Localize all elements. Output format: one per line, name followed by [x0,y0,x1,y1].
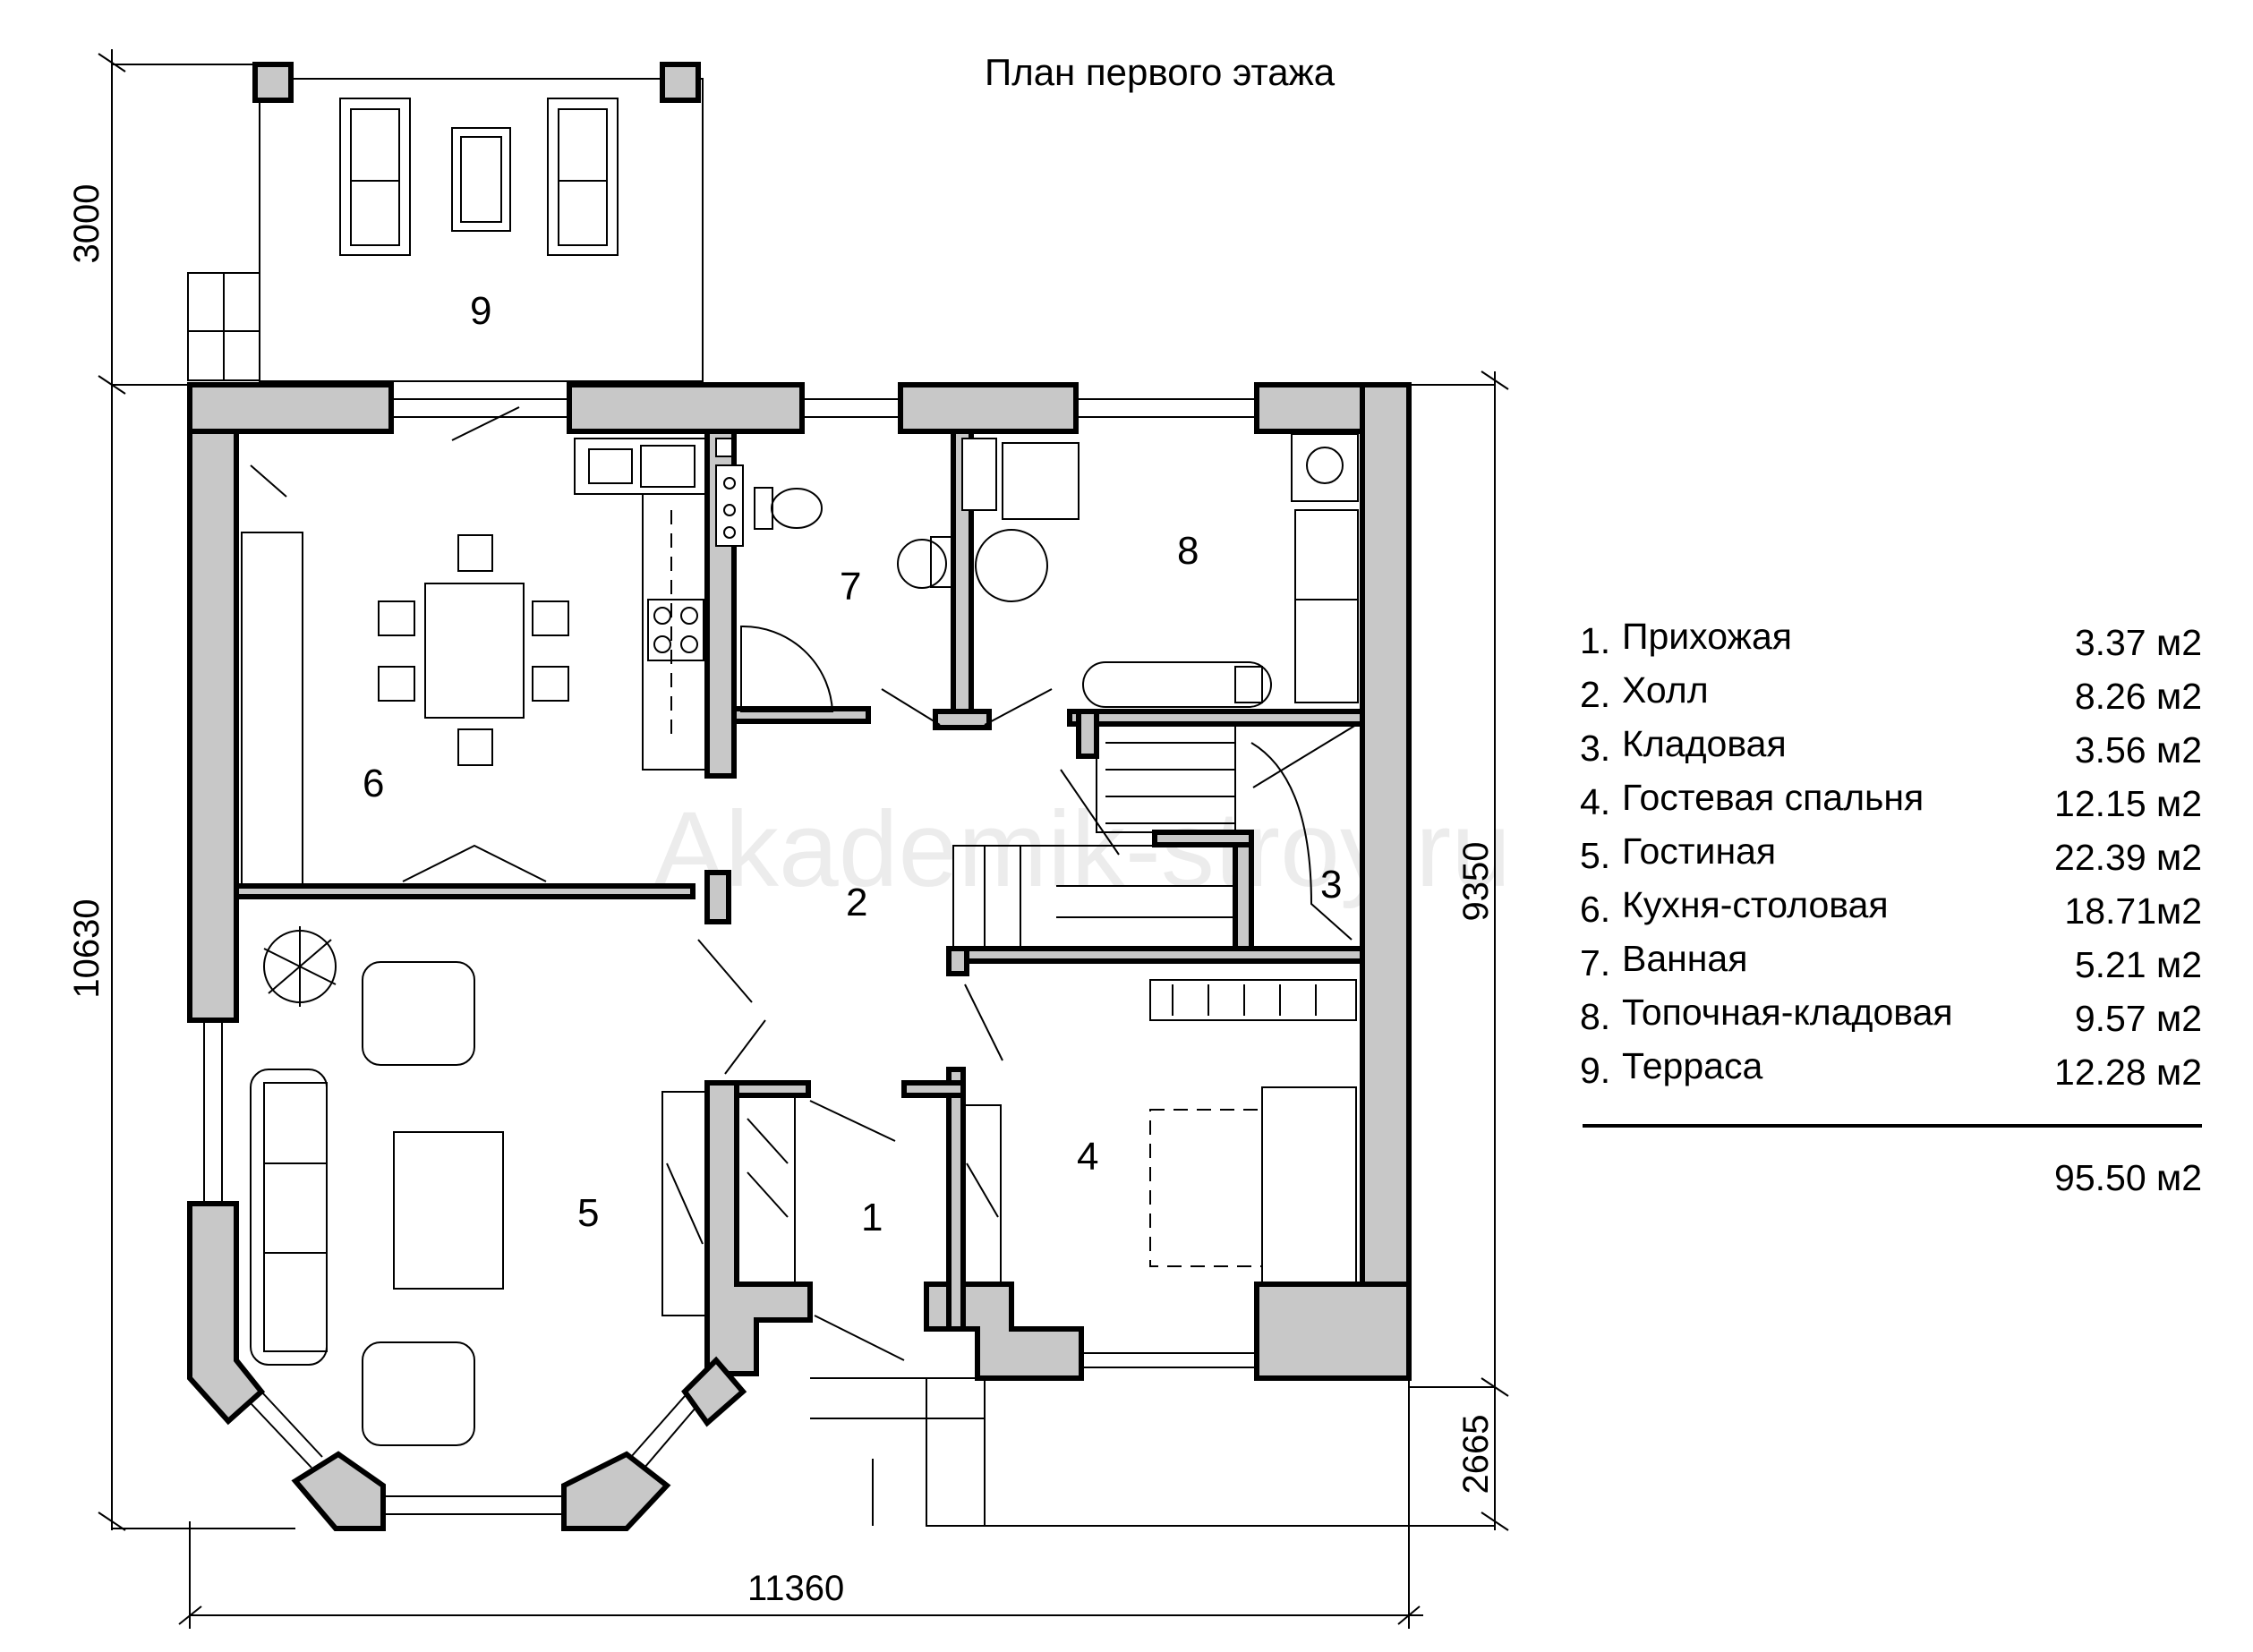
legend-row: 2. Холл 8.26 м2 [1580,669,2202,717]
svg-text:8.: 8. [1580,996,1610,1037]
svg-text:18.71м2: 18.71м2 [2064,890,2202,932]
svg-text:6.: 6. [1580,889,1610,930]
svg-text:4.: 4. [1580,781,1610,822]
terrace [187,62,704,382]
svg-text:Ванная: Ванная [1622,938,1747,979]
svg-text:Кладовая: Кладовая [1622,723,1787,764]
room-number-6: 6 [363,762,384,805]
legend-total: 95.50 м2 [2054,1157,2202,1198]
dim-terrace-depth: 3000 [67,184,107,264]
legend-row: 1. Прихожая 3.37 м2 [1580,616,2202,663]
terrace-chair-left [339,98,411,256]
living-room [250,926,766,1446]
coffee-table [393,1131,504,1290]
kitchen [241,406,708,887]
room-number-9: 9 [470,289,491,333]
terrace-chair-right [547,98,619,256]
svg-text:Гостевая спальня: Гостевая спальня [1622,777,1924,818]
terrace-post-right [660,62,701,103]
room-number-3: 3 [1320,863,1342,907]
svg-text:12.15 м2: 12.15 м2 [2054,783,2202,824]
svg-text:Терраса: Терраса [1622,1045,1762,1086]
svg-text:Топочная-кладовая: Топочная-кладовая [1622,992,1953,1033]
svg-text:5.21 м2: 5.21 м2 [2075,944,2202,985]
svg-text:7.: 7. [1580,942,1610,984]
room-number-4: 4 [1077,1135,1098,1179]
legend-row: 3. Кладовая 3.56 м2 [1580,723,2202,771]
staircase [952,723,1357,949]
room-number-8: 8 [1177,529,1199,573]
terrace-post-left [252,62,294,103]
legend-row: 4. Гостевая спальня 12.15 м2 [1580,777,2202,824]
dimension-lines [98,49,1509,1629]
guest-bedroom [964,979,1357,1285]
svg-text:5.: 5. [1580,835,1610,876]
svg-text:Холл: Холл [1622,669,1709,711]
svg-text:8.26 м2: 8.26 м2 [2075,676,2202,717]
windows [203,398,1257,1515]
svg-text:9.: 9. [1580,1050,1610,1091]
dim-porch-depth: 2665 [1456,1415,1496,1494]
svg-text:12.28 м2: 12.28 м2 [2054,1052,2202,1093]
svg-text:22.39 м2: 22.39 м2 [2054,837,2202,878]
svg-text:2.: 2. [1580,674,1610,715]
svg-text:1.: 1. [1580,620,1610,661]
plan-title: План первого этажа [985,51,1336,93]
room-number-7: 7 [840,565,861,609]
legend-row: 8. Топочная-кладовая 9.57 м2 [1580,992,2202,1039]
dim-total-depth: 10630 [67,898,107,998]
dim-total-width: 11360 [747,1569,844,1608]
terrace-table [451,127,511,232]
boiler-room [961,433,1359,708]
bathroom [715,438,1053,726]
svg-text:3.56 м2: 3.56 м2 [2075,729,2202,771]
room-legend: 1. Прихожая 3.37 м2 2. Холл 8.26 м2 3. К… [1580,616,2202,1198]
legend-row: 9. Терраса 12.28 м2 [1580,1045,2202,1093]
svg-text:3.: 3. [1580,728,1610,769]
dim-house-depth: 9350 [1456,842,1496,922]
svg-text:Прихожая: Прихожая [1622,616,1792,657]
entry-hall [736,1094,1002,1527]
legend-row: 5. Гостиная 22.39 м2 [1580,830,2202,878]
svg-text:9.57 м2: 9.57 м2 [2075,998,2202,1039]
room-number-5: 5 [577,1191,599,1235]
room-number-1: 1 [861,1196,883,1239]
room-number-2: 2 [846,881,867,924]
dining-table [424,583,525,719]
legend-row: 7. Ванная 5.21 м2 [1580,938,2202,985]
svg-text:Гостиная: Гостиная [1622,830,1776,872]
svg-text:3.37 м2: 3.37 м2 [2075,622,2202,663]
svg-text:Кухня-столовая: Кухня-столовая [1622,884,1889,925]
legend-row: 6. Кухня-столовая 18.71м2 [1580,884,2202,932]
